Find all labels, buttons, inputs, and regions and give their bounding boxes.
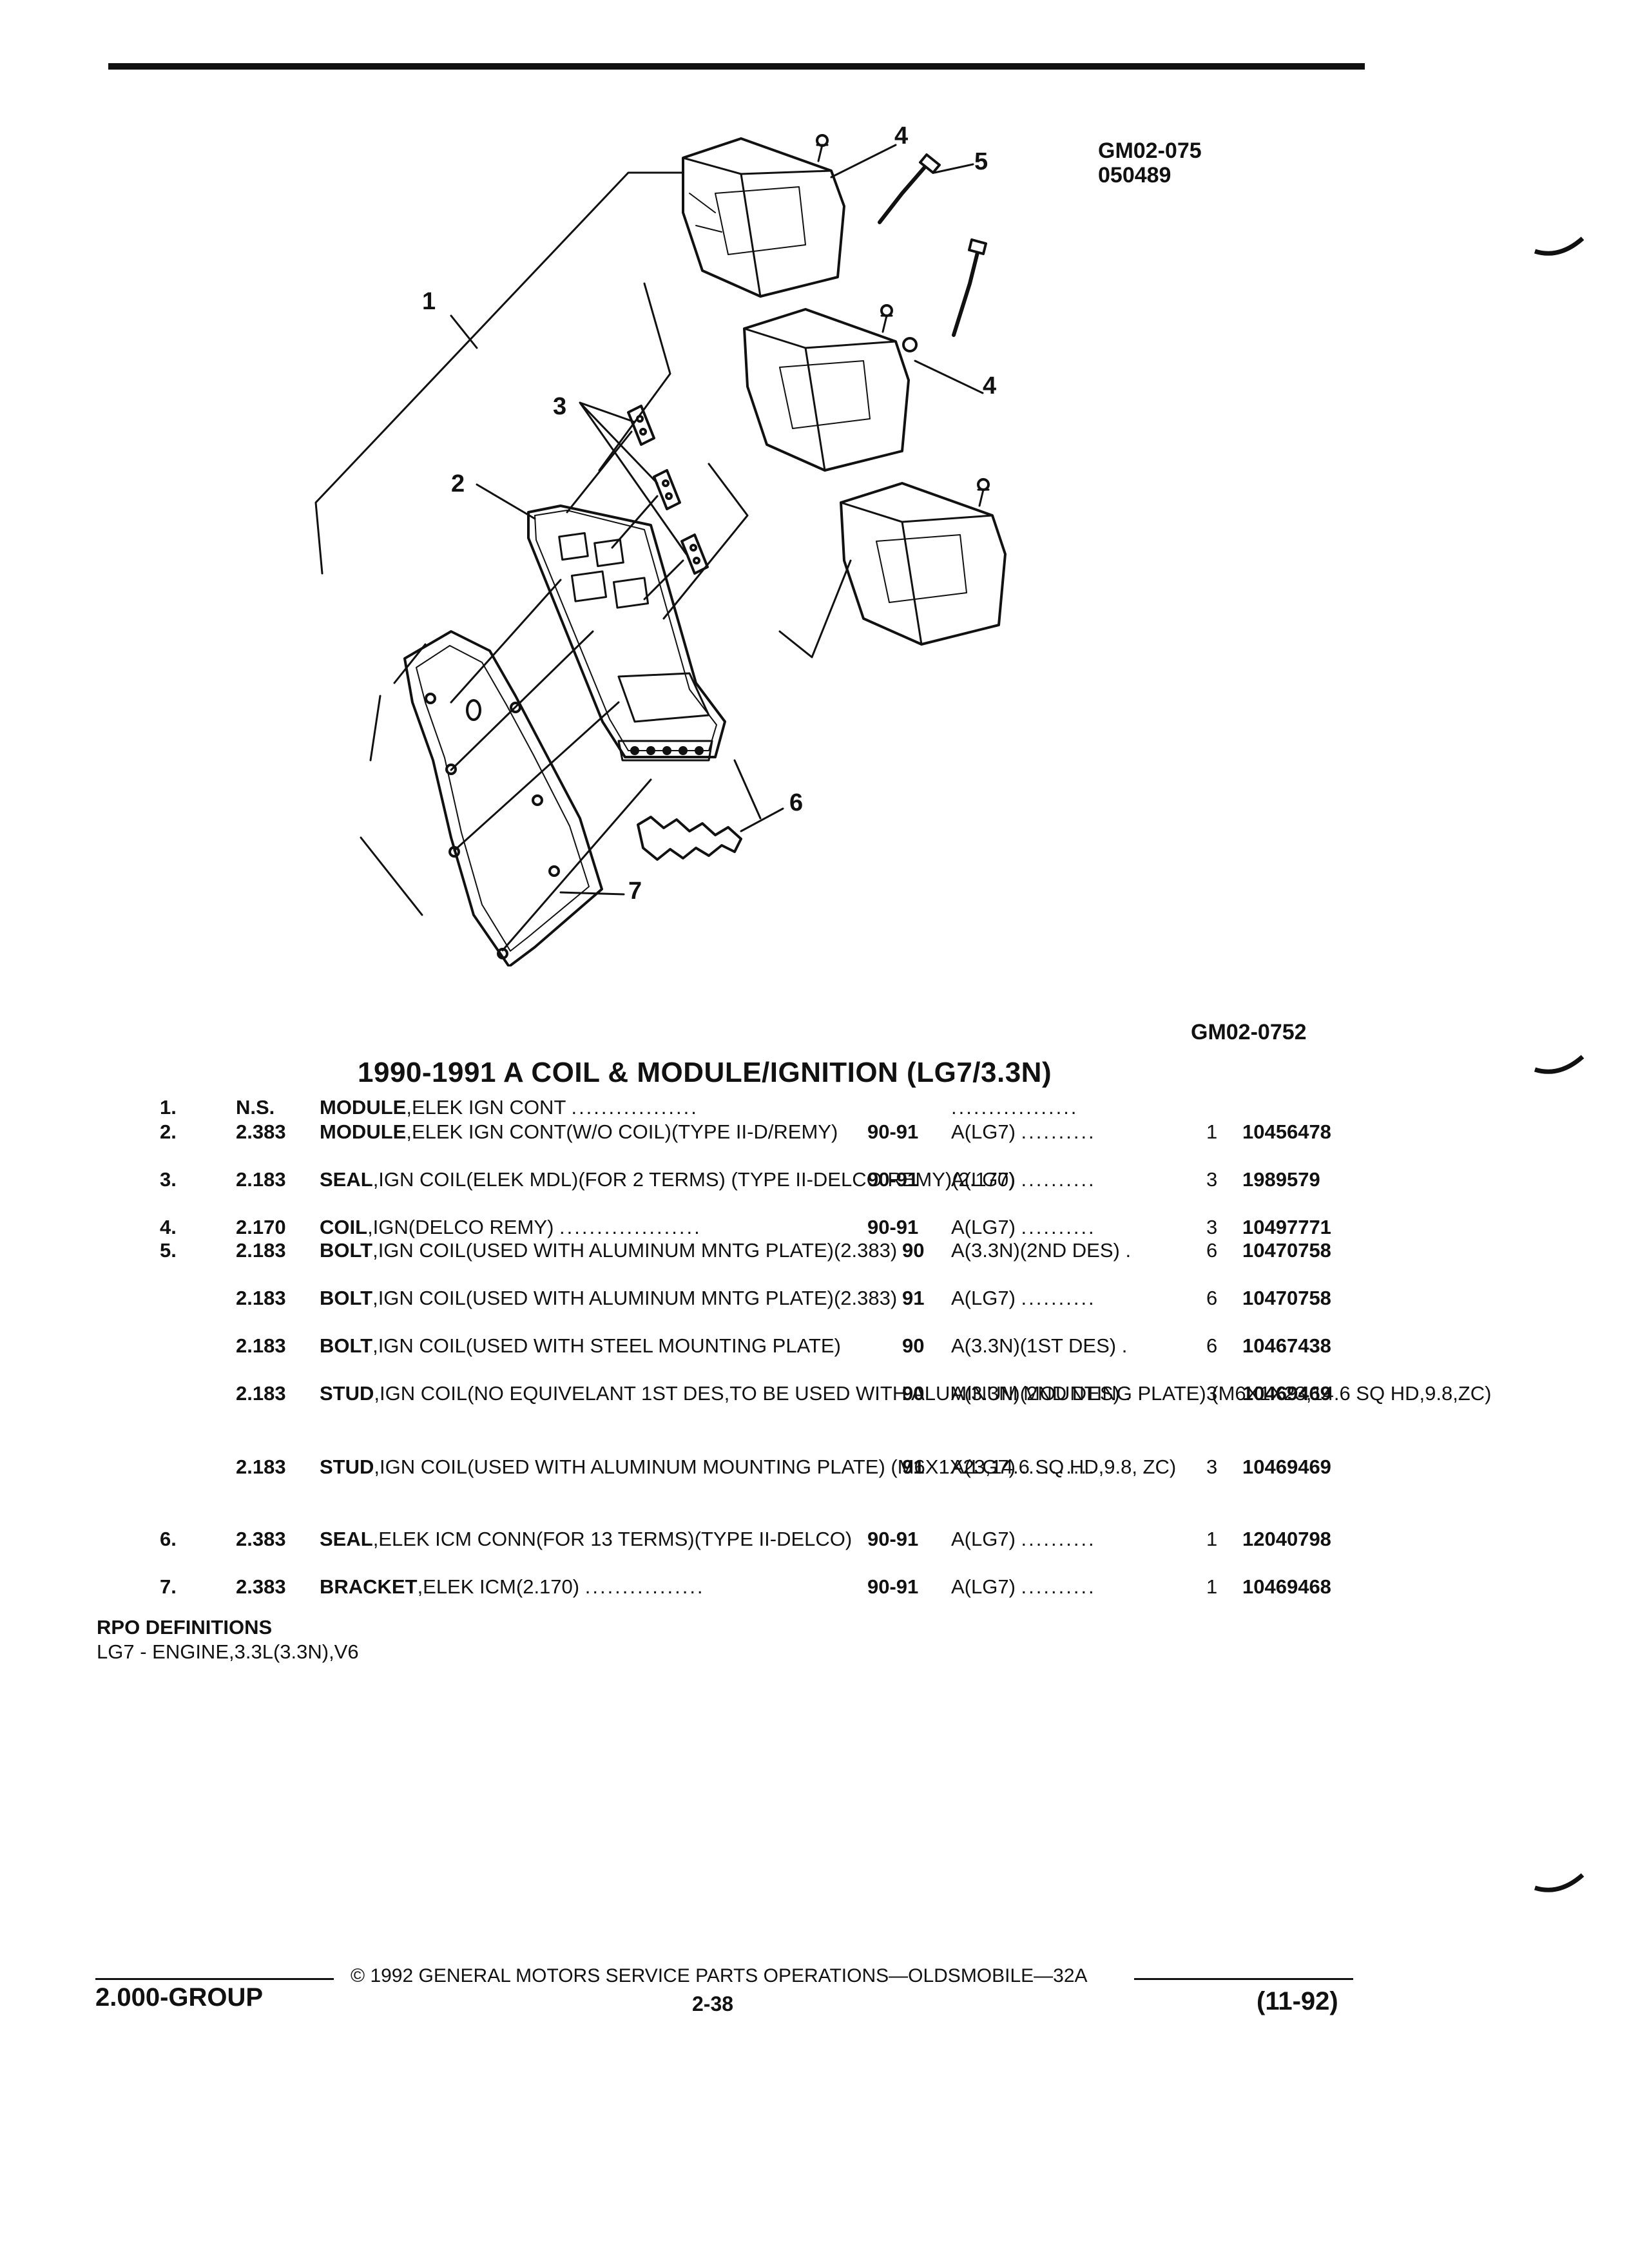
callout-leaders (450, 144, 984, 896)
callout-3: 3 (553, 393, 567, 420)
binder-mark (1534, 236, 1585, 256)
coil-seals (627, 405, 709, 575)
footer-group: 2.000-GROUP (95, 1983, 264, 2012)
assembly-leader-lines (314, 171, 852, 952)
footer-copyright: © 1992 GENERAL MOTORS SERVICE PARTS OPER… (351, 1965, 1088, 1986)
footer-rule-right (1134, 1978, 1353, 1980)
callout-4-middle: 4 (983, 372, 997, 399)
drawing-date-code: 050489 (1098, 163, 1171, 187)
icm-connector-seal (637, 816, 742, 861)
callout-6: 6 (789, 789, 804, 816)
coil-bolts (878, 153, 987, 337)
drawing-code: GM02-075 (1098, 139, 1202, 163)
rpo-definitions-title: RPO DEFINITIONS (97, 1616, 273, 1639)
callout-5: 5 (974, 148, 988, 175)
ignition-module (527, 505, 726, 762)
rpo-definition-lg7: LG7 - ENGINE,3.3L(3.3N),V6 (97, 1640, 359, 1663)
callout-2: 2 (451, 470, 465, 497)
figure-code: GM02-0752 (1191, 1020, 1307, 1044)
footer-page-number: 2-38 (692, 1992, 734, 2015)
footer-rule-left (95, 1978, 334, 1980)
callout-1: 1 (422, 288, 436, 315)
ignition-coil-bottom (840, 478, 1007, 646)
ignition-coil-middle (743, 304, 918, 472)
binder-mark (1534, 1873, 1585, 1892)
callout-4-top: 4 (894, 122, 909, 149)
callout-7: 7 (628, 878, 642, 905)
top-rule (108, 63, 1365, 70)
icm-bracket (403, 630, 603, 966)
ignition-coil-top (682, 134, 845, 298)
footer-date: (11-92) (1257, 1987, 1338, 2015)
exploded-parts-diagram (314, 134, 1007, 966)
section-title: 1990-1991 A COIL & MODULE/IGNITION (LG7/… (358, 1057, 1052, 1088)
binder-mark (1534, 1055, 1585, 1074)
